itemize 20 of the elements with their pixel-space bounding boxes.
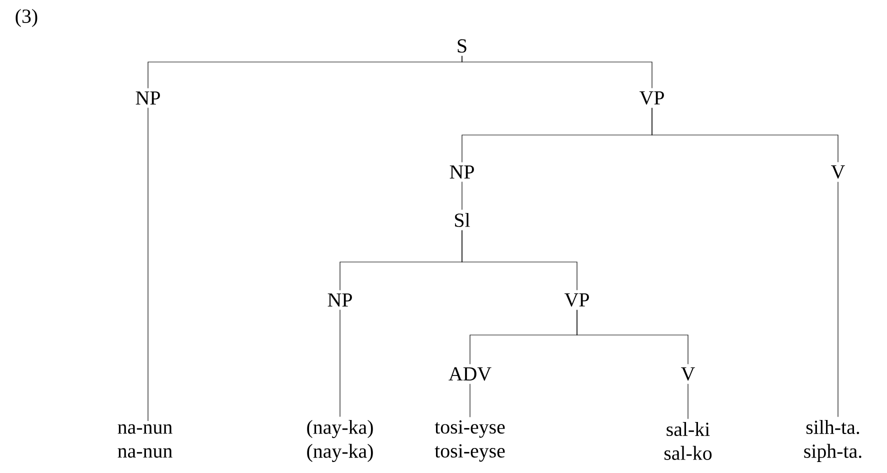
tree-branch [462, 56, 652, 88]
category-label: NP [328, 293, 352, 307]
category-label: VP [564, 293, 589, 307]
category-label: S [458, 39, 466, 53]
word-leaf: silh-ta. siph-ta. [804, 420, 862, 462]
category-label: V [681, 367, 695, 381]
category-label: ADV [448, 367, 492, 381]
word-leaf: (nay-ka) (nay-ka) [307, 420, 373, 462]
category-label: NP [450, 165, 474, 179]
tree-branch [462, 230, 578, 290]
tree-branch [652, 108, 838, 162]
example-number: (3) [16, 8, 38, 28]
category-label: V [831, 165, 845, 179]
word-leaf: tosi-eyse tosi-eyse [434, 420, 505, 462]
category-label: NP [136, 91, 160, 105]
category-label: VP [639, 91, 664, 105]
word-leaf: sal-ki sal-ko [664, 422, 712, 460]
category-label: Sl [455, 212, 470, 227]
tree-branch [576, 310, 688, 364]
word-leaf: na-nun na-nun [118, 424, 172, 458]
